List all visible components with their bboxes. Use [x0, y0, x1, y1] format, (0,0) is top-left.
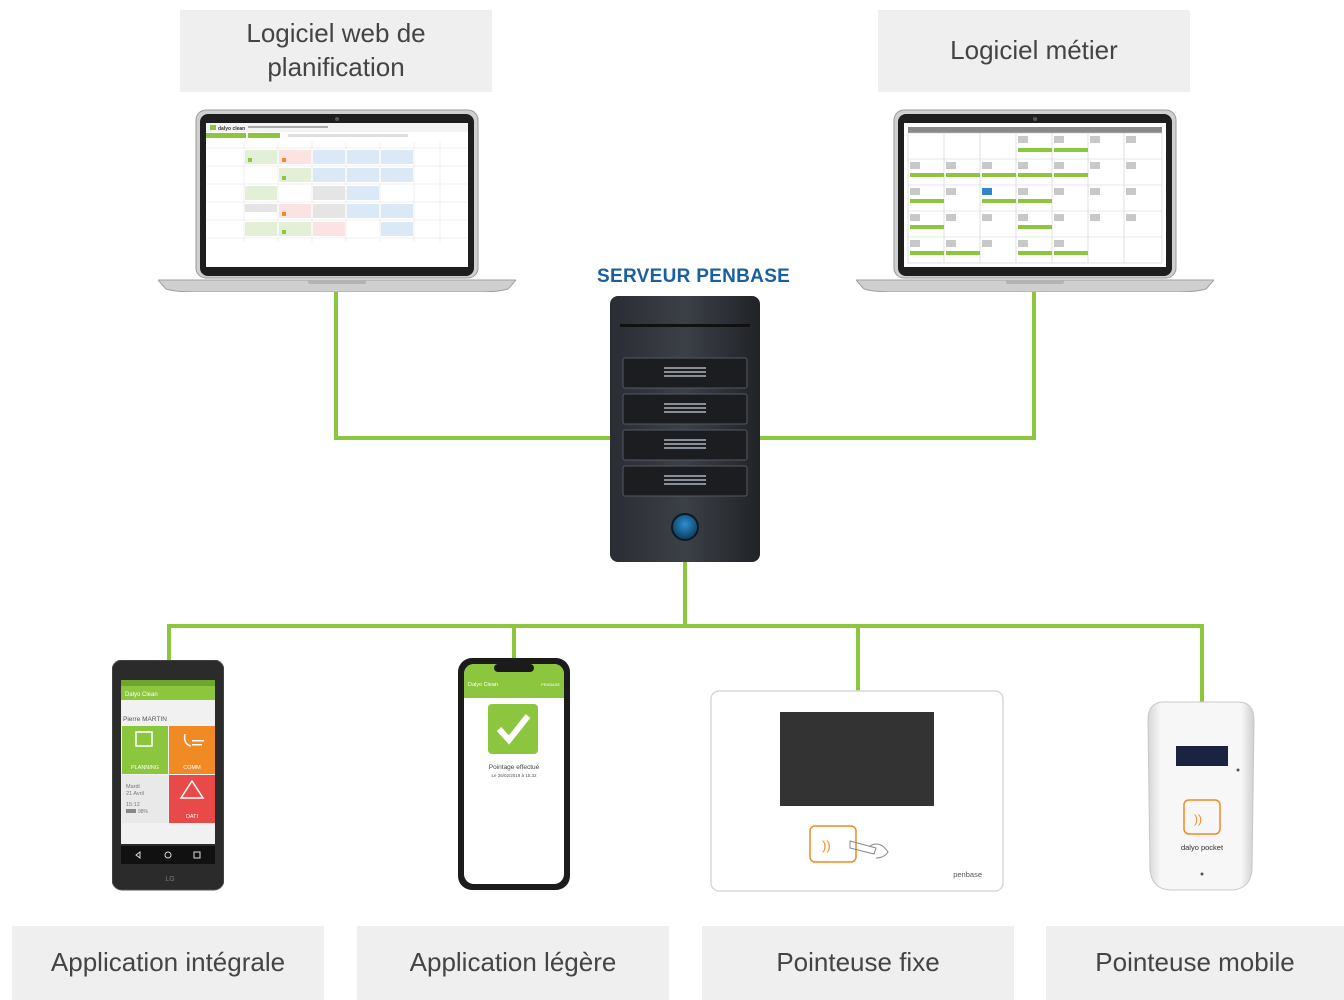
- iphone: Dalyo Clean PENBASE Pointage effectué Le…: [458, 658, 570, 890]
- phone-tile-planning: PLANNING: [131, 765, 159, 771]
- connector-drop-2: [512, 624, 516, 660]
- android-phone: Dalyo Clean Pierre MARTIN PLANNING COMM …: [112, 660, 224, 891]
- web-app-logo: dalyo clean: [218, 126, 245, 132]
- label-fixed-terminal: Pointeuse fixe: [702, 926, 1014, 1000]
- connector-drop-4: [1200, 624, 1204, 704]
- phone-date-month: 21 Avril: [126, 791, 144, 797]
- mobile-terminal: )) dalyo pocket: [1147, 701, 1255, 891]
- phone-time: 15:12: [126, 802, 140, 808]
- fixed-terminal: )) penbase: [710, 690, 1004, 892]
- phone-tile-dati: DATI: [186, 814, 199, 820]
- label-web-planning: Logiciel web de planification: [180, 10, 492, 92]
- iphone-status-date: Le 26/02/2019 à 15:32: [491, 773, 537, 778]
- label-mobile-terminal: Pointeuse mobile: [1046, 926, 1344, 1000]
- phone-tile-comm: COMM: [183, 765, 201, 771]
- connector-server-down: [683, 560, 687, 627]
- pocket-nfc-icon: )): [1194, 812, 1202, 826]
- phone-battery: 98%: [138, 809, 149, 815]
- connector-drop-3: [856, 624, 860, 692]
- connector-right-vertical: [1032, 288, 1036, 440]
- nfc-icon: )): [822, 838, 831, 853]
- connector-bottom-bus: [167, 624, 1204, 628]
- server-tower: [610, 296, 760, 562]
- phone-app-title: Dalyo Clean: [125, 692, 158, 698]
- iphone-status-text: Pointage effectué: [489, 764, 540, 771]
- connector-drop-1: [167, 624, 171, 664]
- label-business-software: Logiciel métier: [878, 10, 1190, 92]
- phone-date-day: Mardi: [126, 784, 140, 790]
- laptop-business-software: [856, 109, 1214, 292]
- mobile-terminal-brand: dalyo pocket: [1181, 843, 1224, 852]
- connector-left-horizontal: [334, 436, 612, 440]
- laptop-web-planning: dalyo clean: [158, 109, 516, 292]
- connector-left-vertical: [334, 288, 338, 440]
- label-light-app: Application légère: [357, 926, 669, 1000]
- label-full-app: Application intégrale: [12, 926, 324, 1000]
- server-title: SERVEUR PENBASE: [597, 266, 791, 287]
- iphone-app-title: Dalyo Clean: [468, 682, 498, 688]
- phone-brand: LG: [165, 876, 174, 883]
- fixed-terminal-brand: penbase: [953, 870, 982, 879]
- connector-right-horizontal: [758, 436, 1036, 440]
- phone-user-name: Pierre MARTIN: [123, 716, 167, 723]
- iphone-app-right: PENBASE: [541, 682, 560, 687]
